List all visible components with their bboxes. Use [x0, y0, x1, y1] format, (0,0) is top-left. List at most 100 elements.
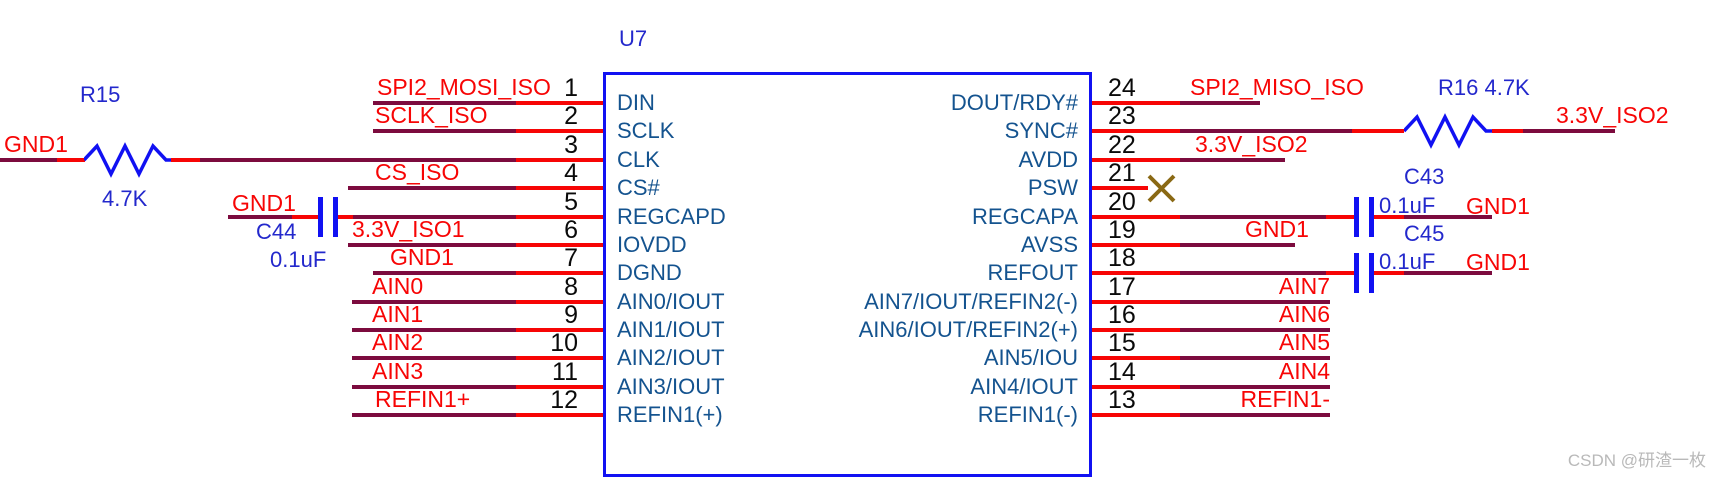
c43-lead-left [1326, 215, 1354, 219]
pin4-number: 4 [564, 159, 578, 187]
pin18-number: 18 [1108, 244, 1136, 272]
net-label-gnd1-c45: GND1 [1466, 249, 1530, 275]
c43-lead-right [1374, 215, 1404, 219]
pin6-stub [515, 243, 603, 247]
r15-lead-right [171, 158, 200, 162]
pin15-number: 15 [1108, 329, 1136, 357]
c43-value: 0.1uF [1379, 193, 1436, 218]
pin2-stub [515, 129, 603, 133]
pin21-name: PSW [1027, 175, 1078, 200]
c44-capacitor-plate-left [318, 197, 323, 237]
pin20-number: 20 [1108, 188, 1136, 216]
c44-capacitor-plate-right [333, 197, 338, 237]
net-wire-sync [1180, 129, 1352, 133]
r16-lead-left [1352, 129, 1404, 133]
pin1-number: 1 [564, 74, 578, 102]
pin11-number: 11 [552, 358, 578, 386]
pin10-name: AIN2/IOUT [617, 345, 725, 370]
no-connect-x-icon [1147, 174, 1176, 203]
c43-gnd-wire [1404, 215, 1492, 219]
pin5-name: REGCAPD [617, 204, 726, 229]
net-label-gnd1-c43: GND1 [1466, 193, 1530, 219]
net-wire-ain4 [1180, 385, 1330, 389]
pin8-number: 8 [564, 273, 578, 301]
net-wire-avdd [1180, 158, 1285, 162]
net-wire-refout [1180, 271, 1326, 275]
pin22-name: AVDD [1018, 147, 1079, 172]
pin21-number: 21 [1108, 159, 1136, 187]
watermark: CSDN @研渣一枚 [1567, 451, 1706, 470]
net-label-cs-iso: CS_ISO [375, 159, 460, 185]
net-label-gnd1-dgnd: GND1 [390, 244, 454, 270]
pin5-stub [515, 215, 603, 219]
c45-lead-right [1374, 271, 1404, 275]
net-wire-ain2 [352, 356, 516, 360]
pin9-number: 9 [564, 301, 578, 329]
pin7-name: DGND [617, 260, 682, 285]
net-wire-avss [1180, 243, 1295, 247]
c43-capacitor-plate-right [1369, 197, 1374, 237]
c44-designator: C44 [256, 219, 297, 244]
pin19-stub [1092, 243, 1180, 247]
r16-lead-right [1492, 129, 1523, 133]
c43-designator: C43 [1404, 164, 1445, 189]
net-label-ain7: AIN7 [1278, 273, 1330, 299]
pin24-name: DOUT/RDY# [950, 90, 1078, 115]
pin5-number: 5 [564, 188, 578, 216]
pin17-number: 17 [1108, 273, 1136, 301]
pin20-stub [1092, 215, 1180, 219]
pin21-stub [1092, 186, 1148, 190]
c45-gnd-wire [1404, 271, 1492, 275]
pin4-name: CS# [617, 175, 660, 200]
net-label-spi2-mosi-iso: SPI2_MOSI_ISO [377, 74, 551, 100]
pin1-stub [515, 101, 603, 105]
net-wire-spi2-mosi [373, 101, 516, 105]
pin13-name: REFIN1(-) [977, 402, 1078, 427]
net-label-3v3-iso1: 3.3V_ISO1 [352, 216, 465, 242]
pin9-name: AIN1/IOUT [617, 317, 725, 342]
pin17-stub [1092, 300, 1180, 304]
pin23-name: SYNC# [1004, 118, 1078, 143]
pin16-name: AIN6/IOUT/REFIN2(+) [858, 317, 1078, 342]
net-label-3v3-iso2-far-right: 3.3V_ISO2 [1556, 102, 1669, 128]
pin3-name: CLK [617, 147, 660, 172]
pin22-number: 22 [1108, 131, 1136, 159]
pin14-number: 14 [1108, 358, 1136, 386]
pin13-stub [1092, 413, 1180, 417]
pin10-number: 10 [550, 329, 578, 357]
pin3-stub [515, 158, 603, 162]
net-label-ain3: AIN3 [372, 358, 424, 384]
pin12-stub [515, 413, 603, 417]
pin1-name: DIN [617, 90, 655, 115]
pin6-name: IOVDD [617, 232, 687, 257]
pin10-stub [515, 356, 603, 360]
pin3-number: 3 [564, 131, 578, 159]
pin12-name: REFIN1(+) [617, 402, 723, 427]
net-wire-regcapa [1180, 215, 1326, 219]
net-label-ain4: AIN4 [1278, 358, 1330, 384]
pin7-stub [515, 271, 603, 275]
net-label-ain0: AIN0 [372, 273, 424, 299]
pin11-name: AIN3/IOUT [617, 374, 725, 399]
r15-lead-left [57, 158, 85, 162]
pin24-number: 24 [1108, 74, 1136, 102]
net-wire-ain7 [1180, 300, 1330, 304]
net-label-3v3-iso2-avdd: 3.3V_ISO2 [1195, 131, 1308, 157]
pin17-name: AIN7/IOUT/REFIN2(-) [864, 289, 1078, 314]
net-wire-cs-iso [348, 186, 516, 190]
net-label-refin1-plus: REFIN1+ [375, 386, 471, 412]
r16-resistor-symbol [1404, 113, 1492, 149]
pin16-number: 16 [1108, 301, 1136, 329]
r15-designator: R15 [80, 82, 121, 107]
pin20-name: REGCAPA [972, 204, 1078, 229]
pin15-stub [1092, 356, 1180, 360]
net-wire-clk [200, 158, 516, 162]
c45-designator: C45 [1404, 221, 1445, 246]
net-wire-spi2-miso [1180, 101, 1260, 105]
pin4-stub [515, 186, 603, 190]
c45-capacitor-plate-left [1354, 253, 1359, 293]
c44-value: 0.1uF [270, 247, 327, 272]
pin6-number: 6 [564, 216, 578, 244]
net-label-gnd1-avss: GND1 [1245, 216, 1309, 242]
